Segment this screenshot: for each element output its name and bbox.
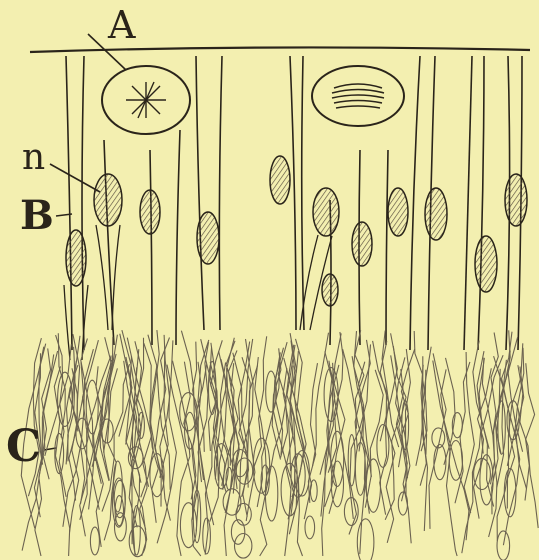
tissue-cell-outline [497,531,510,560]
tissue-cell-outline [331,461,343,507]
tissue-cell-outline [310,480,317,502]
tissue-cell-outline [348,435,355,486]
fiber-strand [385,355,400,519]
fiber-strand [296,339,304,449]
aster-figure [126,82,166,118]
goblet-cell-right [312,66,404,126]
tissue-cell-outline [305,516,315,539]
fiber-strand [141,365,157,497]
fiber-strand [491,333,498,434]
label-b: B [20,196,54,236]
connective-tissue-layer [21,330,538,560]
fiber-strand [155,338,169,507]
nucleus-n [94,174,122,226]
tissue-cell-outline [203,518,211,554]
tissue-cell-outline [236,458,252,484]
fiber-strand [89,366,103,509]
tissue-cell-outline [231,520,244,545]
fiber-strand [198,340,209,452]
tissue-cell-outline [180,503,196,548]
fiber-strand [462,358,485,553]
label-a: A [108,6,135,44]
fiber-strand [455,362,470,503]
fiber-strand [502,332,515,509]
label-c: C [6,425,41,469]
tissue-cell-outline [366,459,380,512]
fiber-strand [184,362,199,532]
fiber-strand [482,358,497,537]
fiber-strand [255,357,267,556]
tissue-cell-outline [355,443,365,496]
fiber-strand [525,363,535,500]
tissue-cell-outline [236,503,251,525]
fiber-strand [313,333,329,466]
tissue-cell-outline [90,527,99,555]
tissue-cell-outline [434,445,446,480]
tissue-cell-outline [235,534,252,559]
spindle-figure [332,84,384,108]
label-n: n [22,140,45,176]
tissue-cell-outline [114,480,125,517]
tissue-cell-outline [449,441,462,481]
